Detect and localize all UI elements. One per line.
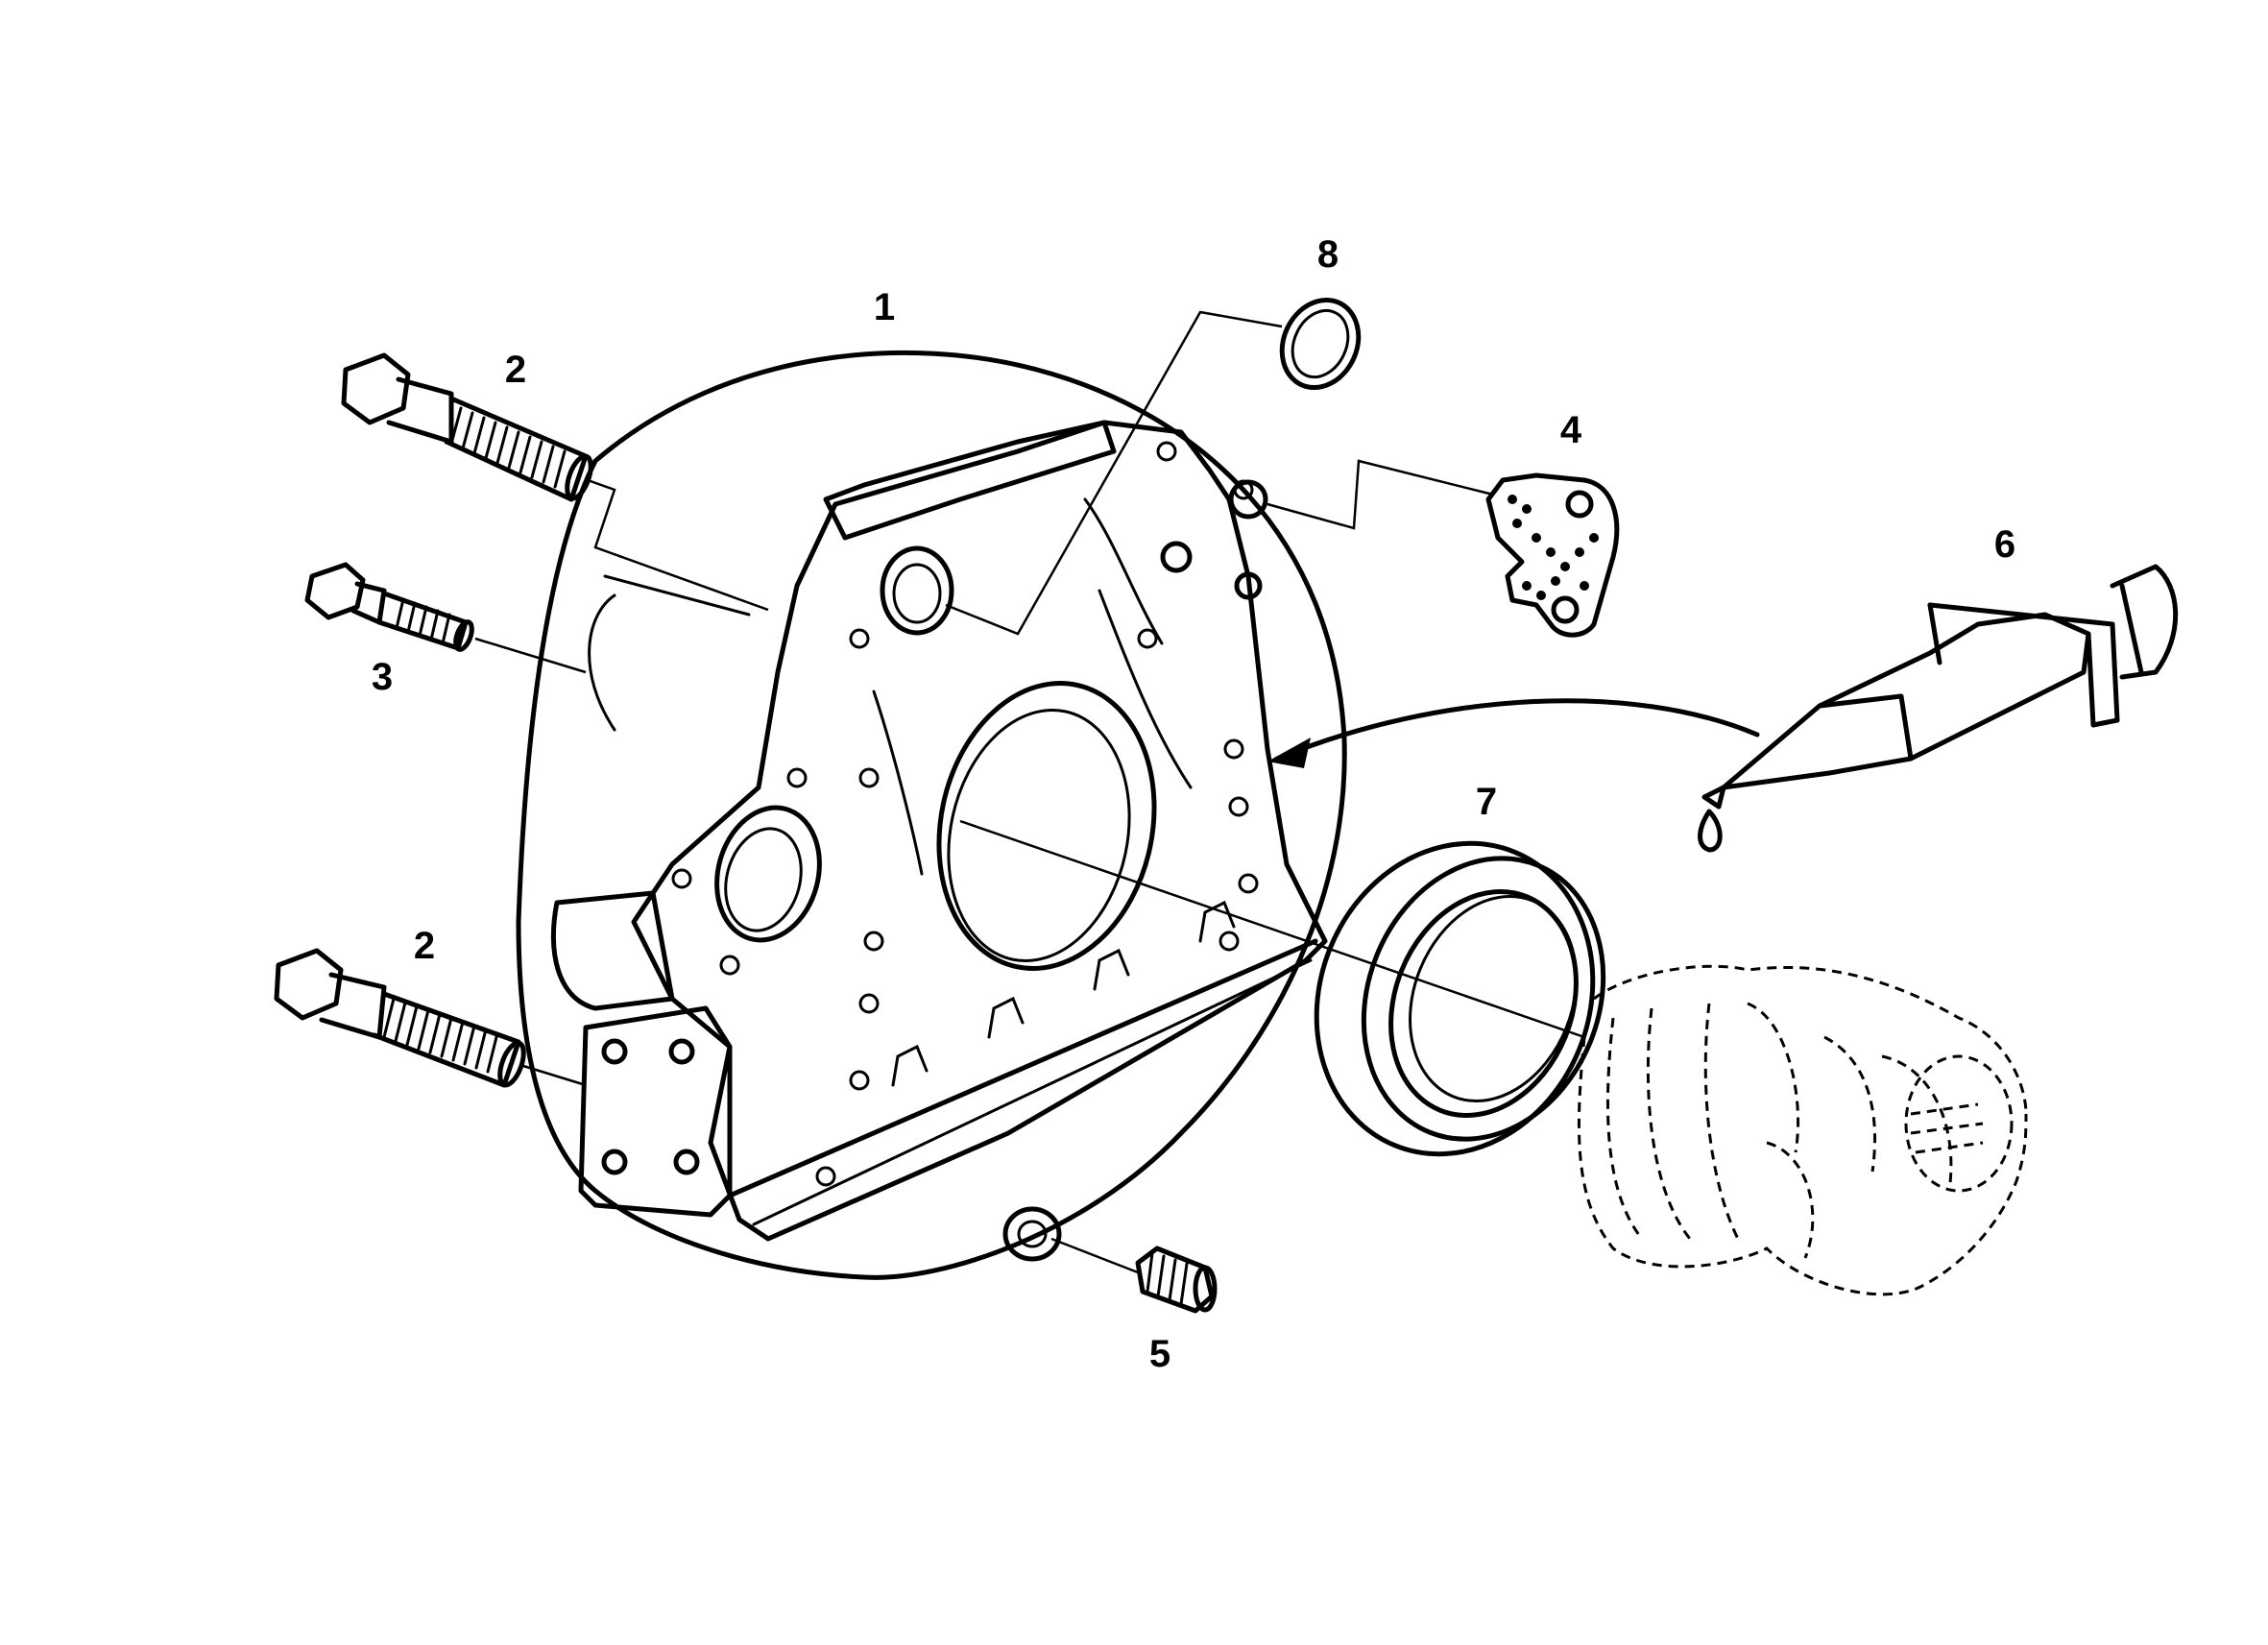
sensor-part-4	[1485, 472, 1620, 638]
callout-part-1: 1	[873, 286, 896, 328]
callout-part-2-lower: 2	[413, 925, 436, 967]
callout-part-6: 6	[1993, 523, 2016, 566]
crankshaft-reference-outline	[1577, 964, 2028, 1296]
callout-part-8: 8	[1316, 233, 1339, 276]
bolt-part-3	[304, 562, 474, 652]
callout-part-7: 7	[1475, 781, 1498, 823]
crankshaft-seal-part-7	[1314, 840, 1606, 1157]
plug-part-5	[1135, 1246, 1218, 1314]
o-ring-part-8	[1279, 297, 1362, 391]
housing-bolt-holes	[671, 441, 1268, 1187]
callout-part-5: 5	[1148, 1333, 1171, 1375]
flywheel-housing-part-1	[516, 350, 1347, 1280]
housing-contour-details	[588, 497, 1193, 876]
callout-part-4: 4	[1559, 409, 1582, 451]
flange-bolt-part-2-lower	[274, 948, 526, 1088]
callout-part-2-upper: 2	[504, 349, 527, 391]
flange-bolt-part-2-upper	[341, 352, 593, 502]
sealant-tube-part-6	[1698, 564, 2179, 853]
callout-part-3: 3	[371, 656, 394, 698]
leader-lines	[474, 310, 1760, 1274]
